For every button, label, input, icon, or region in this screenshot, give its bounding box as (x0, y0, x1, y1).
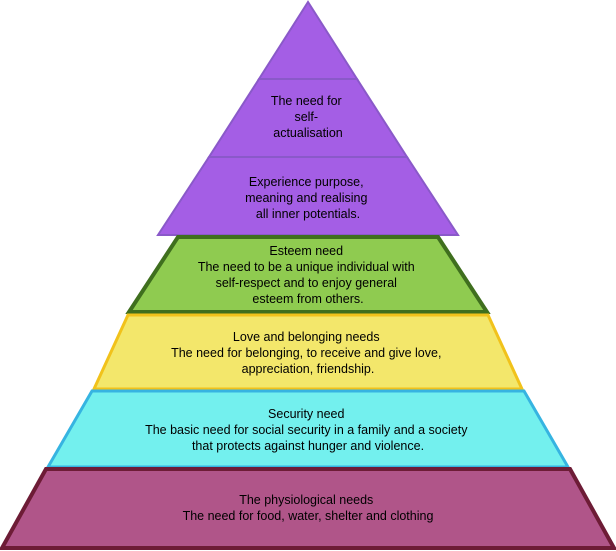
self-actualisation-label: The need for self- actualisation (271, 94, 345, 140)
pyramid-level-physiological: The physiological needs The need for foo… (0, 467, 616, 550)
pyramid-level-self-actualisation: The need for self- actualisation (207, 0, 409, 158)
self-actualisation-top-shape (257, 0, 359, 80)
love-belonging-shape (91, 313, 525, 391)
esteem-shape (125, 235, 491, 314)
pyramid-level-self-actualisation-detail: Experience purpose, meaning and realisin… (156, 156, 460, 236)
security-label: Security need The basic need for social … (145, 407, 471, 453)
pyramid-level-love-belonging: Love and belonging needs The need for be… (91, 313, 525, 391)
physiological-label: The physiological needs The need for foo… (183, 493, 434, 523)
self-actualisation-detail-shape (156, 156, 460, 236)
physiological-shape (0, 467, 616, 550)
love-belonging-label: Love and belonging needs The need for be… (171, 330, 445, 376)
self-actualisation-detail-label: Experience purpose, meaning and realisin… (245, 175, 371, 221)
pyramid-level-esteem: Esteem need The need to be a unique indi… (125, 235, 491, 314)
pyramid-level-security: Security need The basic need for social … (45, 389, 571, 469)
esteem-label: Esteem need The need to be a unique indi… (198, 244, 418, 306)
